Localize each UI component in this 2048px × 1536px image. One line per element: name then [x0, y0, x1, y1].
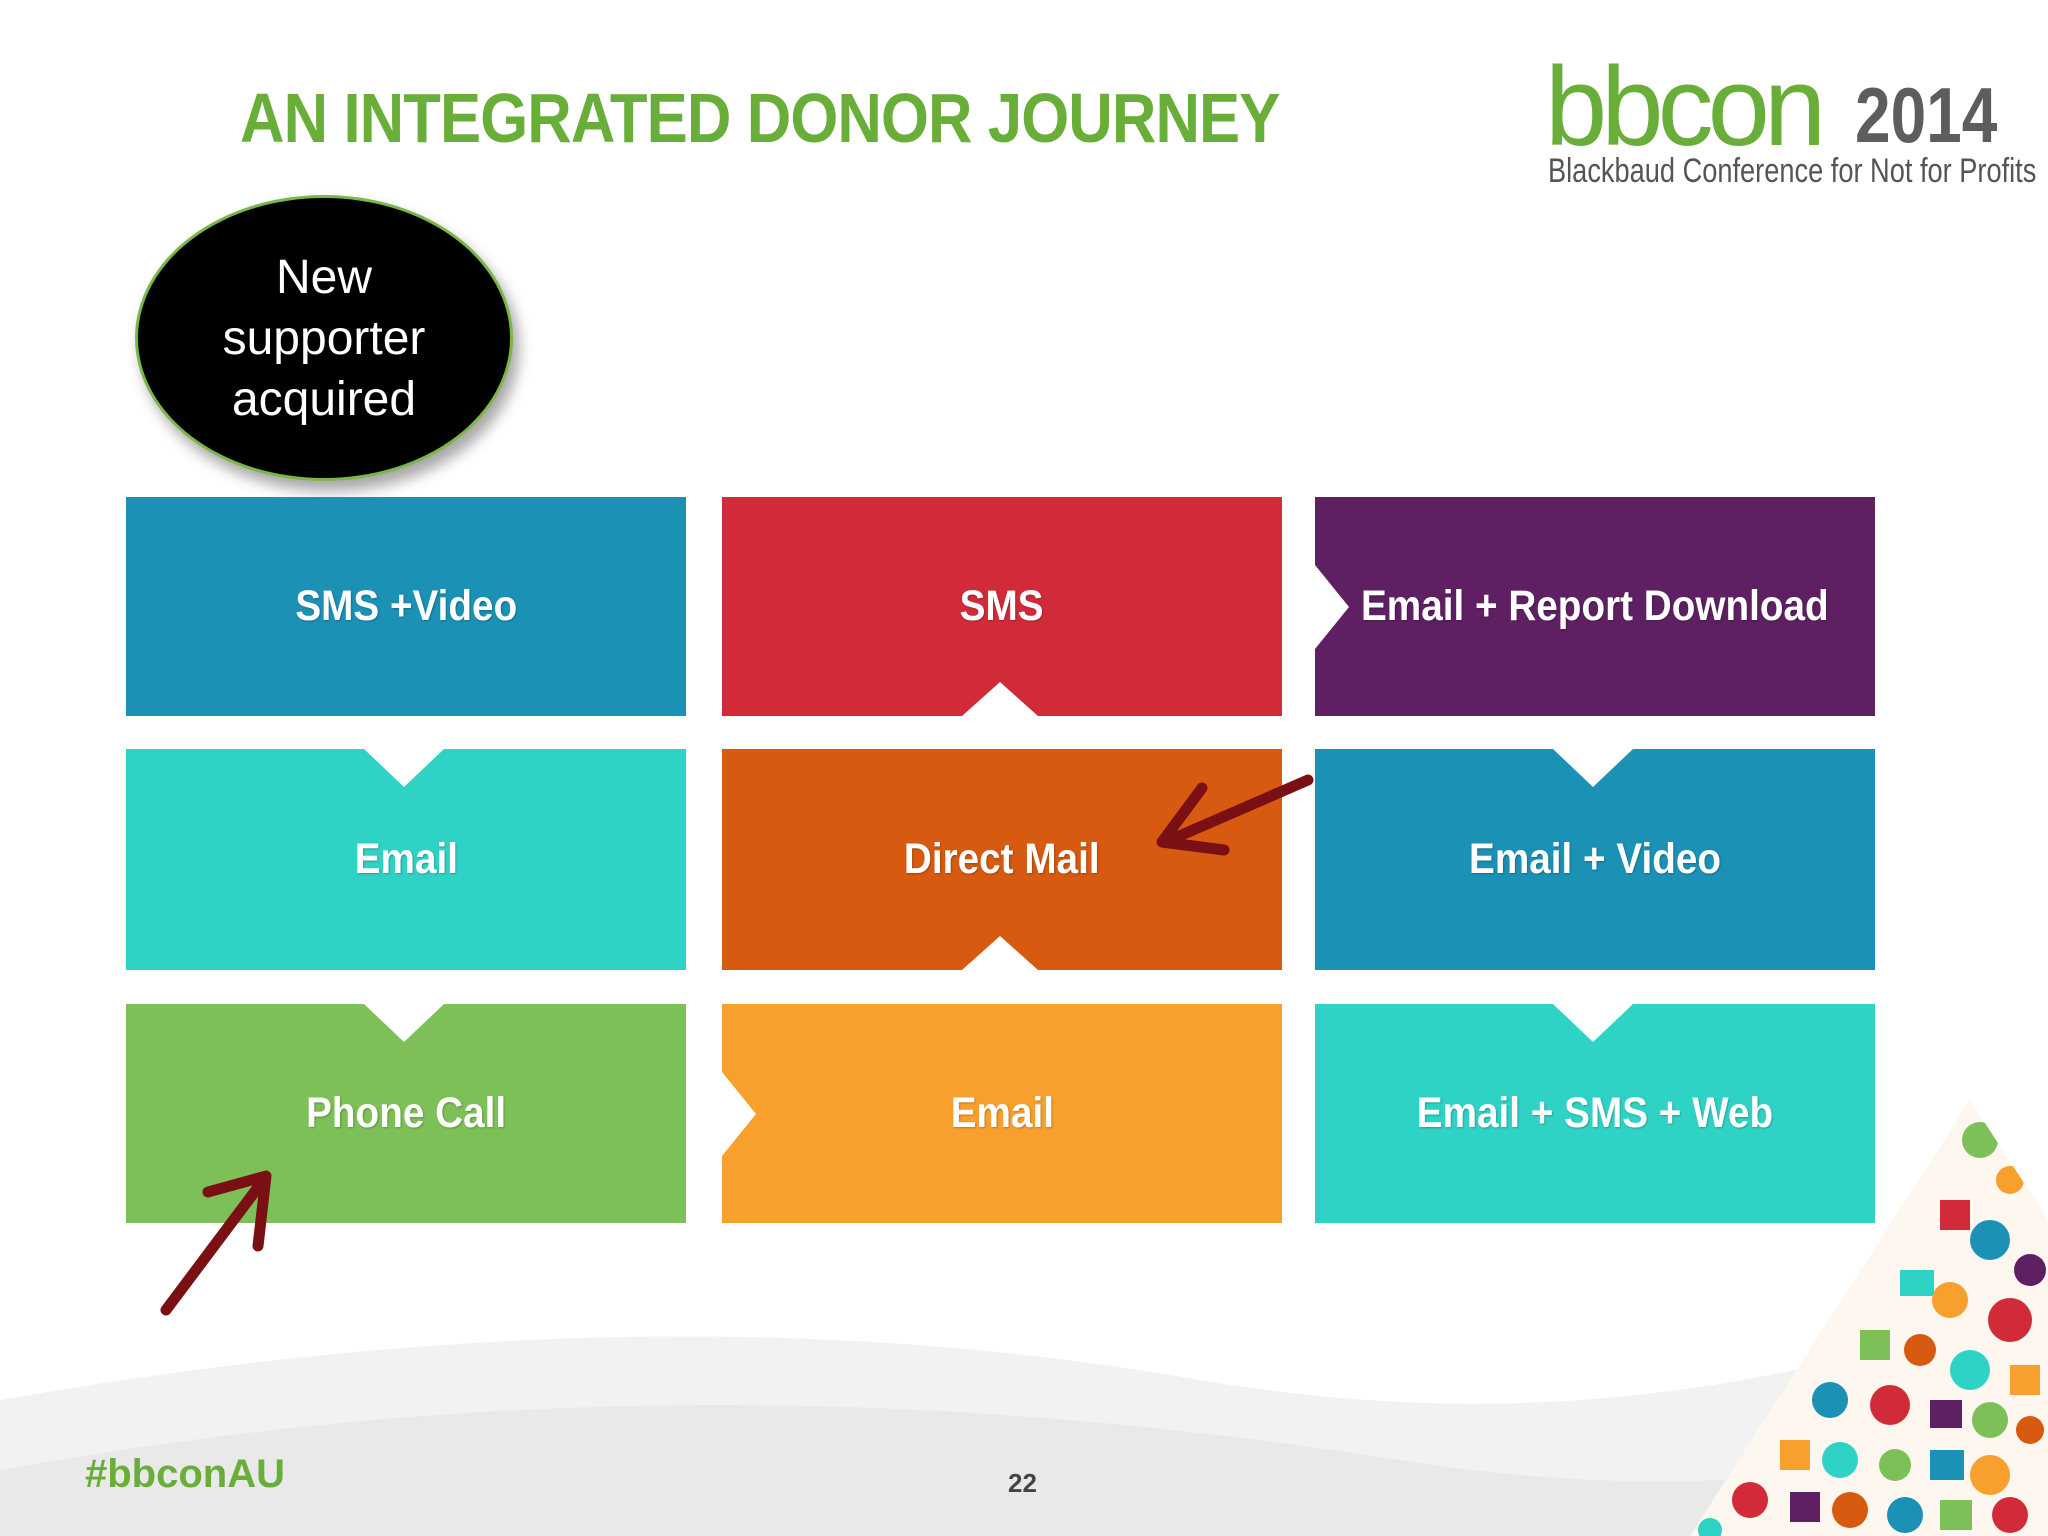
tile-label: Email + SMS + Web [1416, 1089, 1774, 1137]
tile-sms-video: SMS +Video [126, 497, 686, 716]
tile-label: SMS +Video [295, 582, 517, 630]
hashtag: #bbconAU [85, 1452, 285, 1496]
tile-label: Email + Report Download [1361, 582, 1829, 630]
slide-title: AN INTEGRATED DONOR JOURNEY [240, 79, 1280, 157]
tile-sms: SMS [722, 497, 1282, 716]
arrow-pointing-phone-call [160, 1170, 272, 1316]
bubble-text: New supporter acquired [222, 250, 426, 426]
notch-connector [1553, 1004, 1633, 1042]
notch-connector [722, 1072, 756, 1156]
notch-connector [1553, 749, 1633, 787]
notch-connector [1315, 565, 1349, 649]
tile-label: Email [950, 1089, 1054, 1137]
tile-label: Email [354, 835, 458, 883]
tile-email-orange: Email [722, 1004, 1282, 1223]
page-number: 22 [1008, 1468, 1037, 1498]
tile-label: SMS [960, 582, 1044, 630]
logo-year: 2014 [1855, 71, 1998, 159]
arrow-pointing-direct-mail [1156, 774, 1314, 856]
icon-mosaic-decoration [1690, 1100, 2048, 1536]
new-supporter-bubble: New supporter acquired [135, 195, 513, 481]
tile-label: Direct Mail [904, 835, 1100, 883]
logo-word: bbcon [1545, 44, 1826, 169]
tile-direct-mail: Direct Mail [722, 749, 1282, 970]
logo-tagline: Blackbaud Conference for Not for Profits [1548, 152, 2037, 190]
tile-email-report-download: Email + Report Download [1315, 497, 1875, 716]
notch-connector [962, 682, 1038, 716]
bbcon-logo: bbcon 2014 Blackbaud Conference for Not … [1545, 44, 2036, 192]
tile-label: Phone Call [306, 1089, 506, 1137]
notch-connector [364, 1004, 444, 1042]
tile-label: Email + Video [1468, 835, 1722, 883]
notch-connector [962, 936, 1038, 970]
notch-connector [364, 749, 444, 787]
